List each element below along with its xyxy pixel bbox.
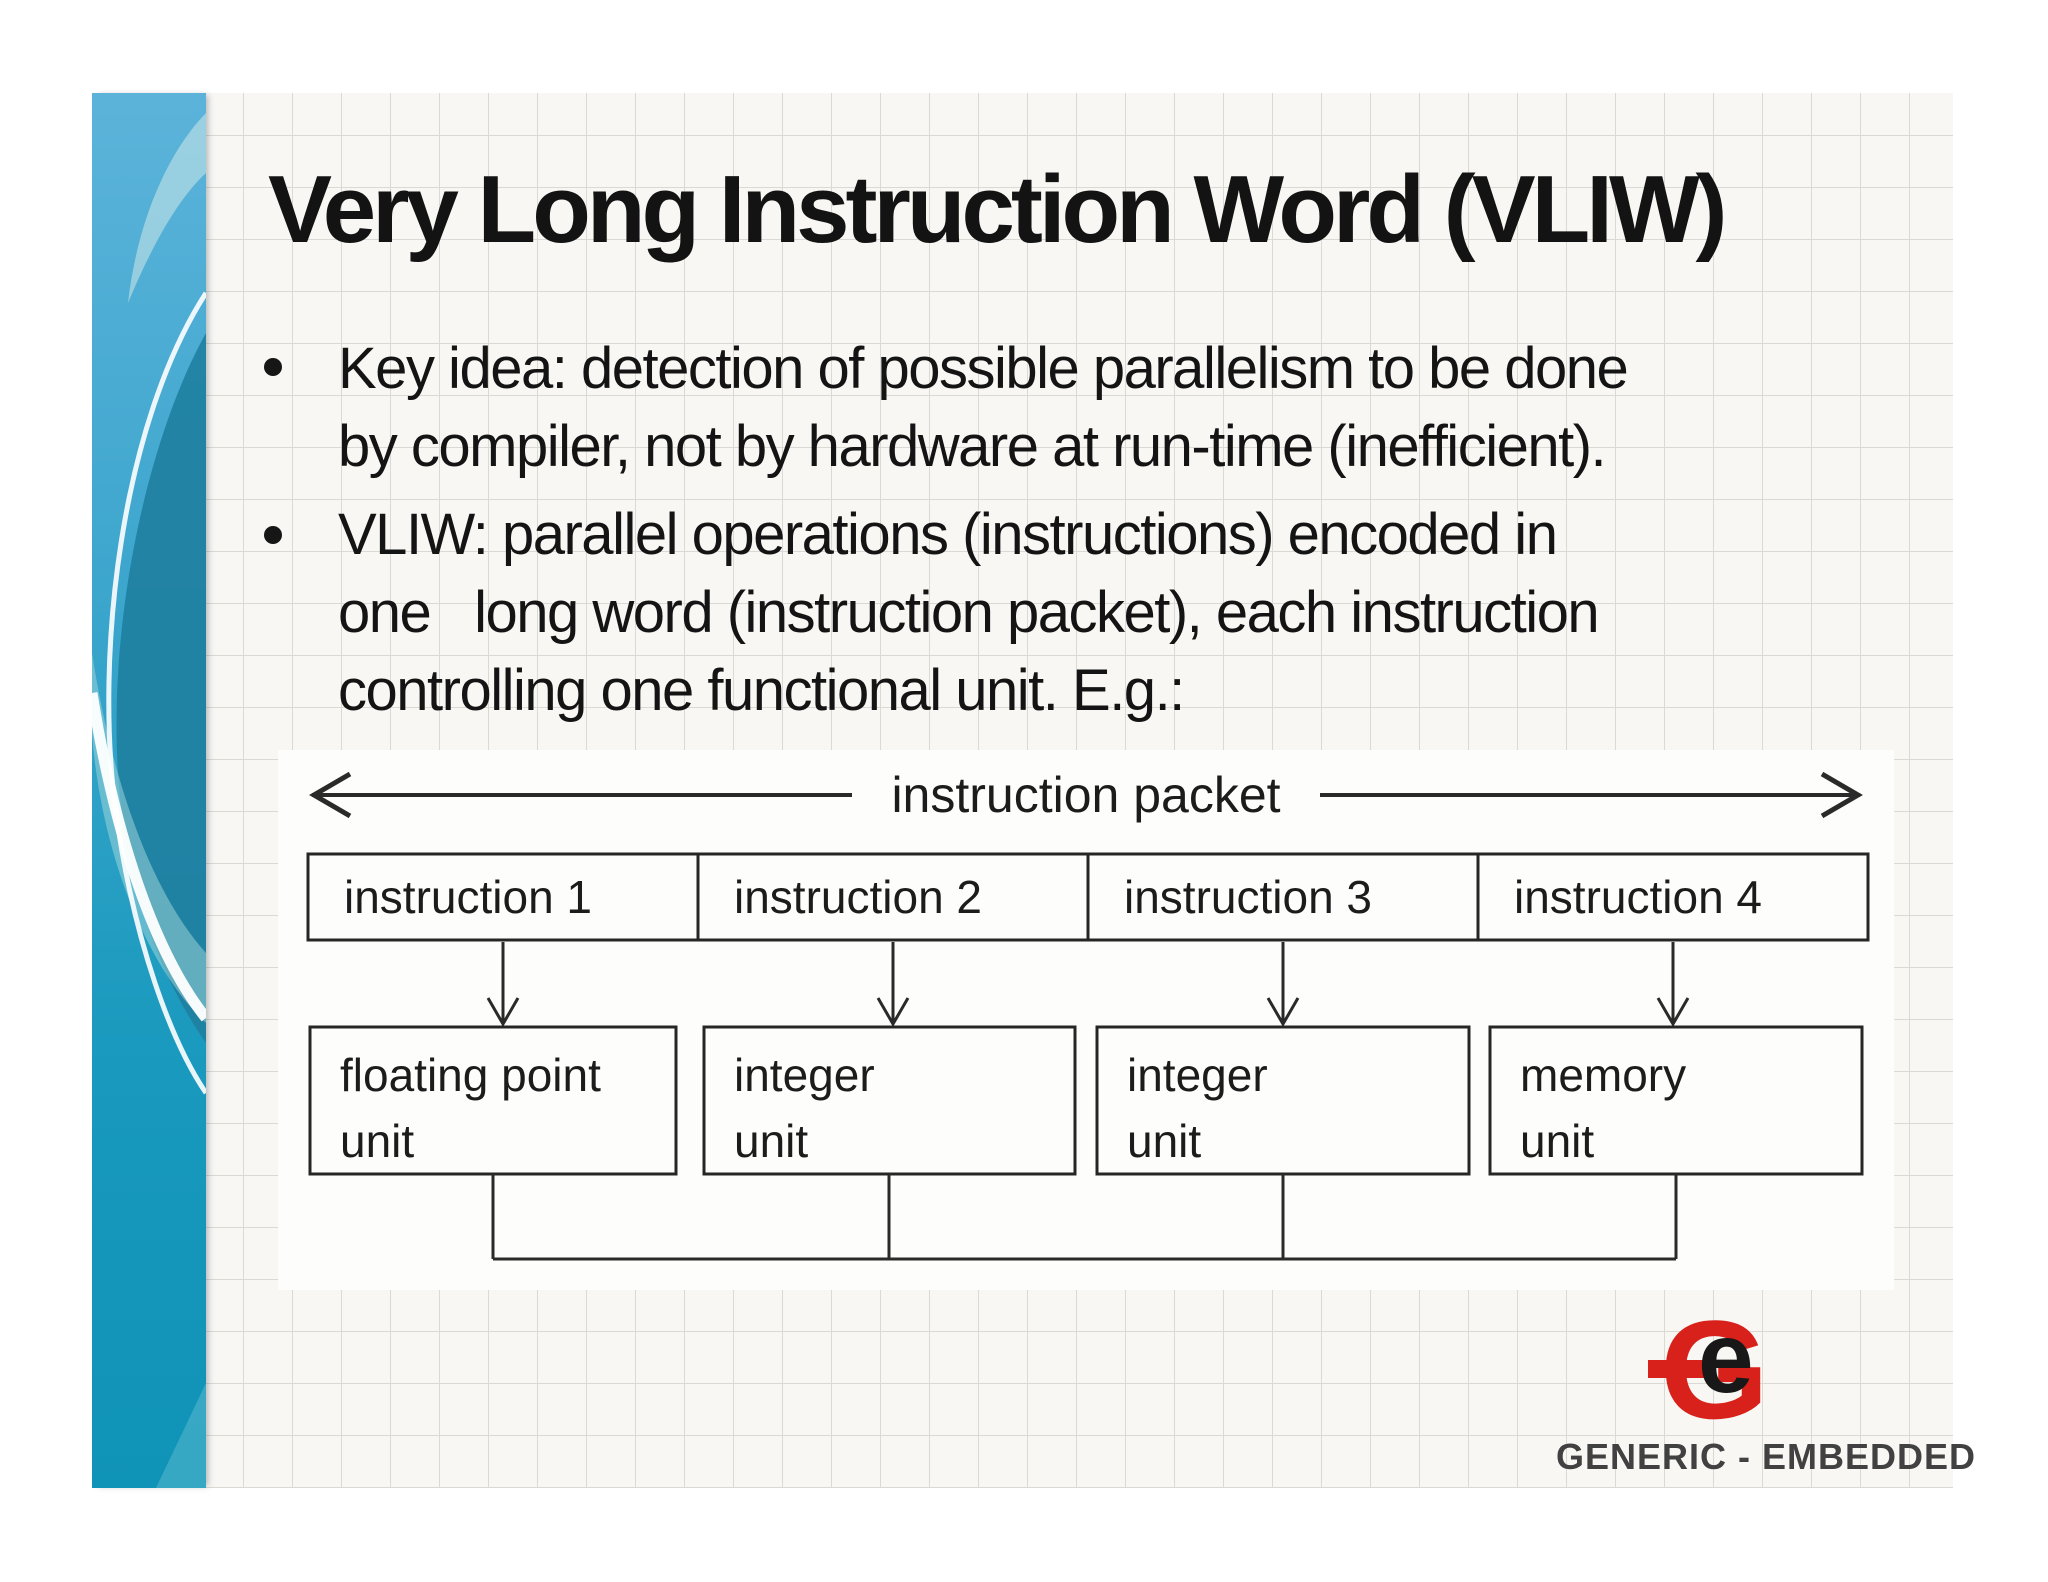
arrowhead-left-icon bbox=[309, 771, 352, 819]
bullet-icon bbox=[264, 526, 282, 544]
unit-box bbox=[1488, 1025, 1864, 1176]
bullet-line: VLIW: parallel operations (instructions)… bbox=[338, 502, 1558, 567]
bus-connectors bbox=[491, 1174, 1678, 1261]
down-arrowhead-icon bbox=[486, 997, 520, 1028]
unit-box-label: floating point bbox=[340, 1049, 601, 1101]
logo-dash-icon bbox=[1648, 1360, 1710, 1378]
diagram-background bbox=[278, 750, 1894, 1290]
sidebar-swoosh-art bbox=[92, 93, 206, 1488]
sidebar-decoration bbox=[92, 93, 206, 1488]
unit-box-label: unit bbox=[1127, 1115, 1201, 1167]
logo-e-icon: e bbox=[1698, 1302, 1754, 1414]
unit-box bbox=[308, 1025, 678, 1176]
down-arrowhead-icon bbox=[1656, 997, 1690, 1028]
unit-boxes bbox=[308, 1025, 1864, 1176]
generic-embedded-logo: G e bbox=[1630, 1300, 1830, 1440]
sidebar-bottom-sliver bbox=[156, 1383, 206, 1488]
unit-box-label: unit bbox=[340, 1115, 414, 1167]
arrowhead-right-icon bbox=[1820, 771, 1863, 819]
bullet-line: by compiler, not by hardware at run-time… bbox=[338, 414, 1607, 479]
vliw-diagram: instruction packet instruction 1 instruc… bbox=[278, 750, 1894, 1290]
packet-arrow-label: instruction packet bbox=[891, 767, 1280, 823]
logo-caption: GENERIC - EMBEDDED bbox=[1556, 1436, 1977, 1477]
slide-title: Very Long Instruction Word (VLIW) bbox=[268, 156, 1728, 263]
instruction-cell-label: instruction 2 bbox=[734, 871, 982, 923]
instruction-cell-label: instruction 4 bbox=[1514, 871, 1762, 923]
unit-box bbox=[702, 1025, 1077, 1176]
bullet-item: VLIW: parallel operations (instructions)… bbox=[338, 496, 1918, 730]
unit-box-label: integer bbox=[734, 1049, 875, 1101]
sidebar-seafoam-top bbox=[128, 113, 206, 303]
instruction-cell-label: instruction 3 bbox=[1124, 871, 1372, 923]
down-arrowhead-icon bbox=[1266, 997, 1300, 1028]
bullet-line: controlling one functional unit. E.g.: bbox=[338, 658, 1185, 723]
instruction-cell-label: instruction 1 bbox=[344, 871, 592, 923]
unit-box-label: unit bbox=[1520, 1115, 1594, 1167]
bullet-line: one long word (instruction packet), each… bbox=[338, 580, 1600, 645]
sidebar-white-arc-thick bbox=[92, 692, 206, 1022]
unit-box-label: integer bbox=[1127, 1049, 1268, 1101]
bullet-item: Key idea: detection of possible parallel… bbox=[338, 330, 1918, 486]
down-arrows bbox=[486, 942, 1690, 1028]
down-arrowhead-icon bbox=[876, 997, 910, 1028]
bullet-line: Key idea: detection of possible parallel… bbox=[338, 336, 1629, 401]
packet-arrow bbox=[309, 771, 1863, 819]
unit-box bbox=[1095, 1025, 1471, 1176]
unit-box-label: unit bbox=[734, 1115, 808, 1167]
sidebar-seafoam-band bbox=[92, 653, 206, 1023]
instruction-row-dividers bbox=[696, 854, 1480, 940]
logo-mark: G e bbox=[1648, 1300, 1769, 1440]
logo-g-icon: G bbox=[1660, 1300, 1769, 1440]
bullet-icon bbox=[264, 358, 282, 376]
unit-box-label: memory bbox=[1520, 1049, 1686, 1101]
